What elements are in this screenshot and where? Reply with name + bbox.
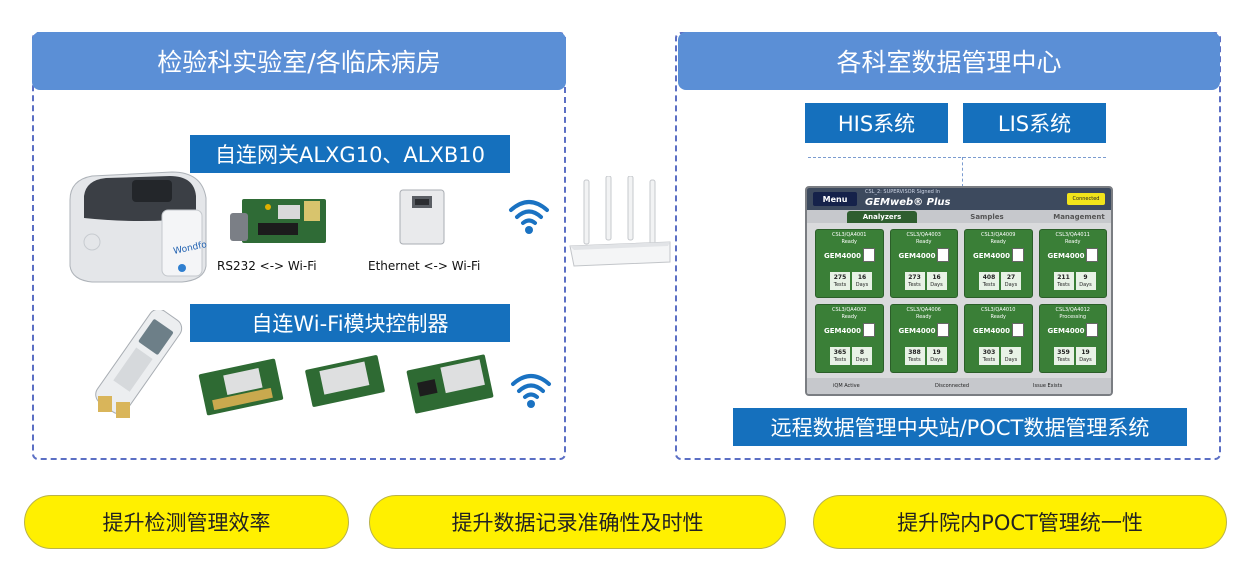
gem-logo: GEM4000: [898, 252, 936, 260]
rs232-gateway-image: [228, 193, 328, 249]
blood-analyzer-image: Wondfo: [62, 162, 212, 287]
analyzer-name: CSL3/QA4011: [1055, 232, 1090, 238]
cartridge-icon: [1086, 323, 1098, 337]
benefit-uniformity: 提升院内POCT管理统一性: [813, 495, 1227, 549]
central-station-label: 远程数据管理中央站/POCT数据管理系统: [733, 408, 1187, 446]
cartridge-icon: [862, 323, 875, 337]
gemweb-screen: Menu CSL_2: SUPERVISOR Signed In GEMweb®…: [805, 186, 1113, 396]
cartridge-icon: [937, 248, 949, 262]
gem-logo: GEM4000: [973, 327, 1010, 335]
tab-management[interactable]: Management: [1053, 213, 1105, 221]
ethernet-caption: Ethernet <-> Wi-Fi: [368, 259, 481, 273]
benefit-accuracy: 提升数据记录准确性及时性: [369, 495, 786, 549]
gemweb-brand: GEMweb® Plus: [865, 197, 951, 208]
analyzer-status: Ready: [990, 314, 1007, 320]
cartridge-icon: [937, 323, 949, 337]
gem-logo: GEM4000: [824, 327, 861, 335]
gem-logo: GEM4000: [898, 327, 936, 335]
connector-line: [962, 157, 963, 187]
analyzer-status: Ready: [990, 239, 1007, 245]
gem-logo: GEM4000: [973, 252, 1010, 260]
cartridge-icon: [862, 248, 875, 262]
cartridge-icon: [1011, 248, 1024, 262]
analyzer-status: Processing: [1059, 314, 1087, 320]
supervisor-status: CSL_2: SUPERVISOR Signed In: [865, 189, 941, 195]
wifi-module-label: 自连Wi-Fi模块控制器: [190, 304, 510, 342]
analyzer-name: CSL3/QA4002: [832, 307, 867, 313]
wifi-module-board: [302, 352, 388, 410]
cartridge-icon: [1086, 248, 1098, 262]
wifi-router-image: [566, 176, 674, 272]
analyzer-name: CSL3/QA4010: [981, 307, 1016, 313]
connector-line: [808, 157, 1106, 158]
left-panel-title: 检验科实验室/各临床病房: [32, 32, 566, 90]
analyzer-name: CSL3/QA4009: [981, 232, 1016, 238]
disconnected-status: Disconnected: [935, 383, 970, 389]
analyzer-name: CSL3/QA4001: [832, 232, 867, 238]
analyzer-status: Ready: [841, 314, 858, 320]
analyzer-name: CSL3/QA4006: [906, 307, 941, 313]
analyzer-name: CSL3/QA4012: [1055, 307, 1090, 313]
benefit-efficiency: 提升检测管理效率: [24, 495, 349, 549]
menu-button[interactable]: Menu: [813, 192, 857, 206]
screen-status-bar: iQM Active Disconnected Issue Exists: [807, 378, 1111, 394]
wifi-icon: [509, 366, 553, 410]
lis-system-label: LIS系统: [963, 103, 1106, 143]
cartridge-icon: [1011, 323, 1024, 337]
ethernet-gateway-image: [398, 186, 448, 248]
wifi-module-board: [404, 352, 496, 416]
tab-samples[interactable]: Samples: [970, 213, 1004, 221]
wifi-module-board: [196, 356, 286, 418]
rs232-caption: RS232 <-> Wi-Fi: [217, 259, 317, 273]
gateway-label: 自连网关ALXG10、ALXB10: [190, 135, 510, 173]
his-system-label: HIS系统: [805, 103, 948, 143]
handheld-device-image: [80, 310, 190, 425]
gem-logo: GEM4000: [1047, 327, 1085, 335]
tab-analyzers[interactable]: Analyzers: [847, 211, 917, 223]
analyzer-status: Ready: [915, 314, 932, 320]
issue-status: Issue Exists: [1033, 383, 1063, 389]
analyzer-name: CSL3/QA4003: [906, 232, 941, 238]
analyzer-status: Ready: [1064, 239, 1081, 245]
analyzer-status: Ready: [915, 239, 932, 245]
analyzer-status: Ready: [841, 239, 858, 245]
gem-logo: GEM4000: [1047, 252, 1085, 260]
iqm-status: iQM Active: [833, 383, 860, 389]
gem-logo: GEM4000: [824, 252, 861, 260]
connected-badge: Connected: [1067, 193, 1105, 205]
wifi-icon: [507, 192, 551, 236]
right-panel-title: 各科室数据管理中心: [678, 32, 1220, 90]
